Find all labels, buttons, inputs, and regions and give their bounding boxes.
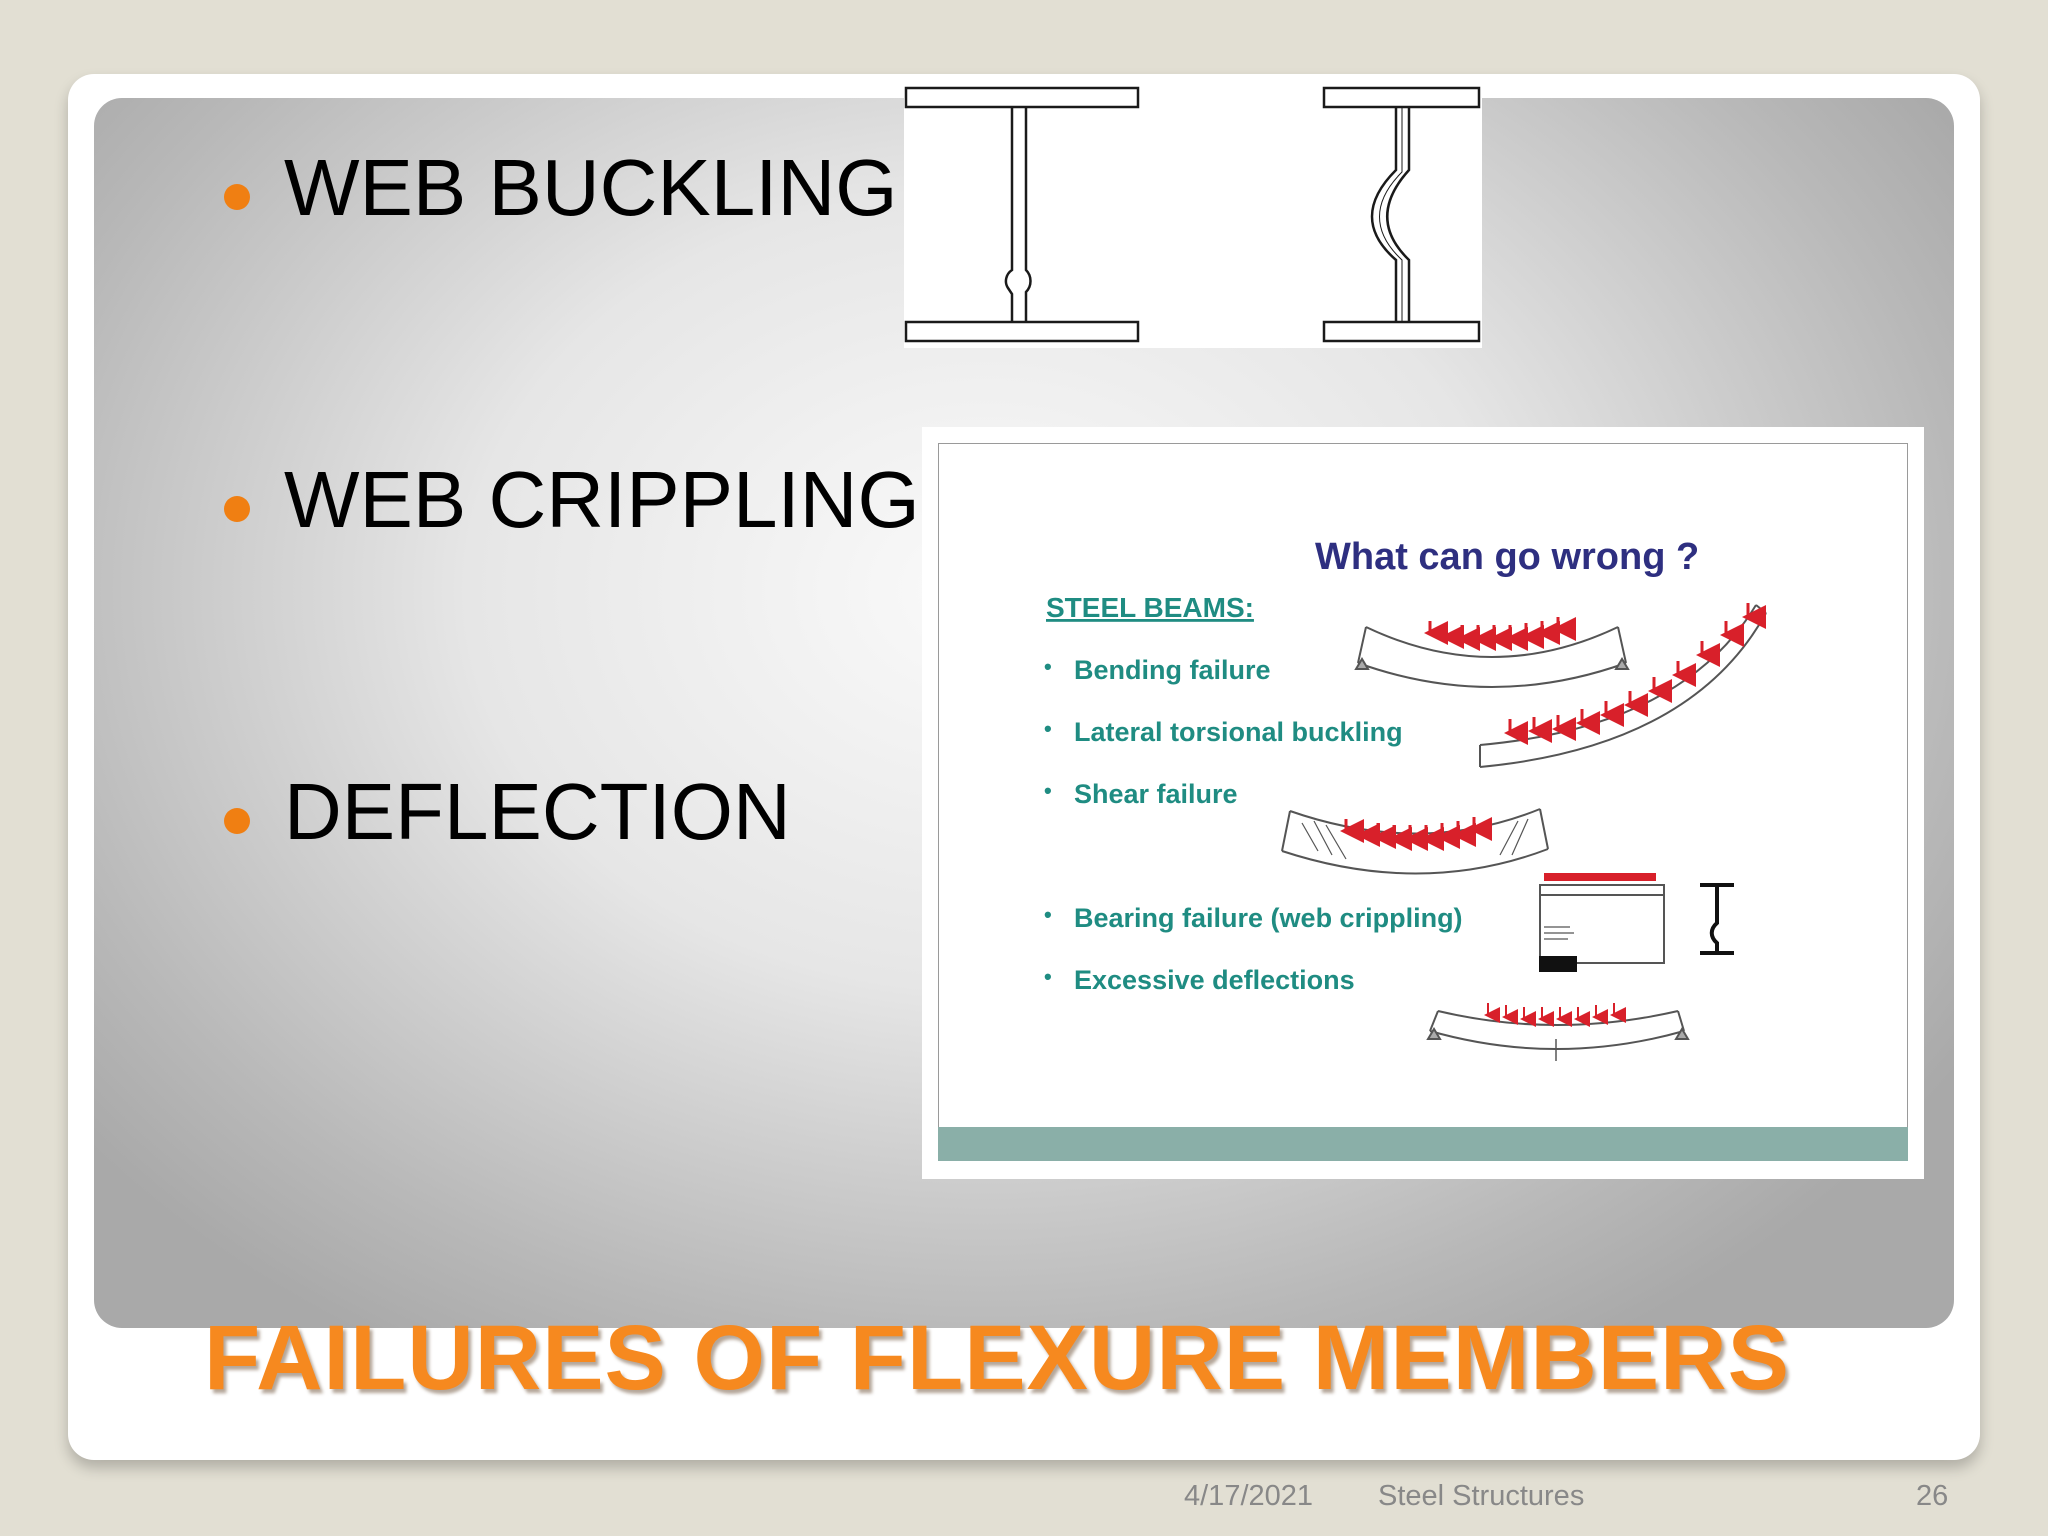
bullet-label: DEFLECTION <box>284 767 791 856</box>
inset-item-bullet: • <box>1044 654 1052 679</box>
i-beam-web-crippling-icon <box>1322 86 1481 343</box>
inset-item-bullet: • <box>1044 778 1052 803</box>
i-beam-small-icon <box>1700 883 1734 955</box>
bullet-dot-icon <box>224 808 250 834</box>
inset-item: Excessive deflections <box>1074 965 1355 995</box>
inset-item-list: • Bending failure • Lateral torsional bu… <box>1044 654 1463 995</box>
bending-failure-diagram <box>1354 626 1630 688</box>
excessive-deflection-diagram <box>1426 1010 1690 1061</box>
bullet-dot-icon <box>224 496 250 522</box>
bearing-failure-diagram <box>1539 873 1665 972</box>
footer-subject: Steel Structures <box>1378 1480 1585 1512</box>
inset-subheading: STEEL BEAMS: <box>1046 592 1254 623</box>
slide-title: FAILURES OF FLEXURE MEMBERS <box>204 1307 1790 1409</box>
shear-failure-diagram <box>1281 808 1549 875</box>
inset-frame <box>938 443 1908 1161</box>
load-arrow-icon <box>1484 1003 1626 1027</box>
i-beam-web-buckling-icon <box>904 86 1140 343</box>
bullet-label: WEB CRIPPLING <box>284 455 920 544</box>
load-arrow-icon <box>1424 617 1576 651</box>
footer-date: 4/17/2021 <box>1184 1480 1314 1512</box>
inset-item: Shear failure <box>1074 779 1238 809</box>
inset-item-bullet: • <box>1044 964 1052 989</box>
inset-image-what-can-go-wrong: What can go wrong ? STEEL BEAMS: • Bendi… <box>922 427 1924 1179</box>
bullet-dot-icon <box>224 184 250 210</box>
inset-item-bullet: • <box>1044 716 1052 741</box>
inset-item: Bearing failure (web crippling) <box>1074 903 1463 933</box>
inset-heading: What can go wrong ? <box>1315 536 1699 578</box>
inset-item: Bending failure <box>1074 655 1271 685</box>
inset-footer-band <box>938 1127 1908 1161</box>
i-beam-illustration <box>904 82 1482 348</box>
inset-item: Lateral torsional buckling <box>1074 717 1403 747</box>
load-arrow-icon <box>1504 603 1766 745</box>
inset-item-bullet: • <box>1044 902 1052 927</box>
bullet-label: WEB BUCKLING <box>284 143 898 232</box>
load-arrow-icon <box>1340 817 1492 851</box>
footer-page-number: 26 <box>1916 1480 1949 1512</box>
